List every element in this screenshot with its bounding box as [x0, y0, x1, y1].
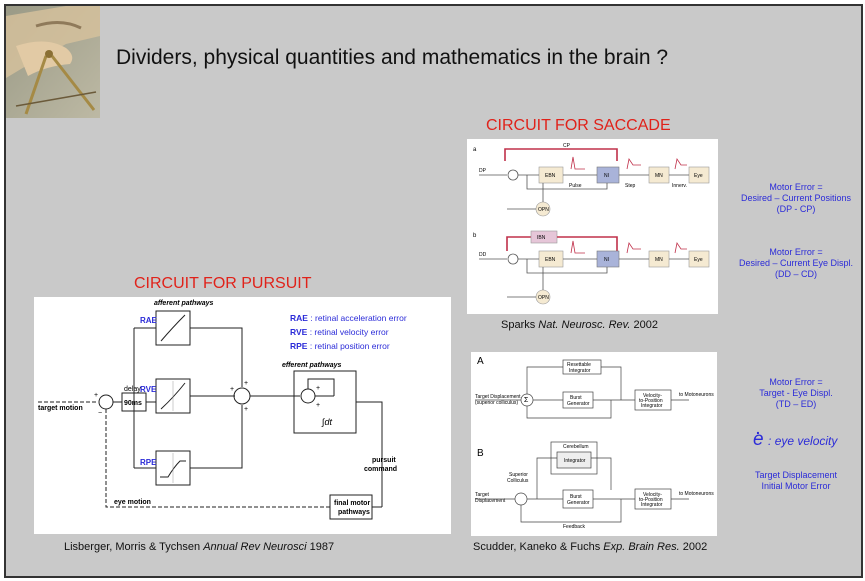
saccade-dp-label: DP: [479, 168, 487, 174]
legend-rpe: RPE : retinal position error: [290, 341, 390, 351]
scudder-label-a: A: [477, 356, 484, 367]
svg-text:EBN: EBN: [545, 173, 556, 179]
scudder-label-b: B: [477, 448, 484, 459]
legend-rae: RAE : retinal acceleration error: [290, 313, 407, 323]
saccade-diagram: a DP EBN NI MN Eye Pulse Step Innerv. CP: [467, 139, 718, 314]
saccade-heading: CIRCUIT FOR SACCADE: [486, 117, 671, 134]
svg-text:Eye: Eye: [694, 257, 703, 263]
saccade-caption: Sparks Nat. Neurosc. Rev. 2002: [501, 319, 658, 331]
svg-text:+: +: [244, 380, 248, 387]
dividers-photo: [6, 6, 100, 118]
svg-text:90ms: 90ms: [124, 400, 142, 407]
saccade-label-b: b: [473, 233, 477, 239]
rpe-label: RPE: [140, 458, 157, 467]
svg-text:+: +: [316, 402, 320, 409]
legend-rve: RVE : retinal velocity error: [290, 327, 389, 337]
afferent-summing-junction: [233, 387, 251, 405]
rve-label: RVE: [140, 385, 157, 394]
pursuit-diagram: RAE : retinal acceleration error RVE : r…: [34, 297, 451, 534]
svg-text:+: +: [94, 392, 98, 399]
svg-text:Feedback: Feedback: [563, 524, 585, 530]
svg-text:+: +: [244, 406, 248, 413]
rae-label: RAE: [140, 316, 158, 325]
pursuit-heading: CIRCUIT FOR PURSUIT: [134, 275, 312, 292]
svg-text:MN: MN: [655, 257, 663, 263]
svg-text:(superior colliculus): (superior colliculus): [475, 400, 518, 406]
eye-motion-label: eye motion: [114, 499, 151, 506]
afferent-label: afferent pathways: [154, 300, 213, 307]
integrator-label: ∫dt: [321, 417, 332, 427]
efferent-label: efferent pathways: [282, 362, 341, 369]
svg-text:to Motoneurons: to Motoneurons: [679, 392, 714, 398]
error-summing-junction: [98, 394, 114, 410]
svg-text:Innerv.: Innerv.: [672, 183, 687, 189]
cerebellum-integrator-box: [556, 451, 592, 469]
svg-text:OPN: OPN: [538, 295, 549, 301]
motor-error-note-3: Motor Error =Target - Eye Displ.(TD – ED…: [759, 377, 833, 409]
motor-error-note-1: Motor Error =Desired – Current Positions…: [740, 182, 852, 214]
svg-text:Eye: Eye: [694, 173, 703, 179]
scudder-sum-b: [514, 492, 528, 506]
svg-text:+: +: [316, 385, 320, 392]
edot-symbol: e: [753, 429, 764, 450]
svg-text:−: −: [98, 410, 102, 417]
svg-text:EBN: EBN: [545, 257, 556, 263]
svg-text:Pulse: Pulse: [569, 183, 582, 189]
svg-text:delay: delay: [124, 386, 141, 393]
eye-velocity-note: e : eye velocity: [753, 429, 838, 450]
svg-text:CP: CP: [563, 143, 571, 149]
edot-dot: .: [756, 421, 760, 437]
svg-text:NI: NI: [604, 257, 609, 263]
svg-text:DD: DD: [479, 252, 487, 258]
slide: Dividers, physical quantities and mathem…: [4, 4, 863, 578]
saccade-label-a: a: [473, 147, 477, 153]
svg-text:NI: NI: [604, 173, 609, 179]
svg-text:Integrator: Integrator: [564, 458, 586, 464]
scudder-caption: Scudder, Kaneko & Fuchs Exp. Brain Res. …: [473, 541, 708, 553]
efferent-summing-junction: [300, 388, 316, 404]
svg-text:IBN: IBN: [537, 235, 546, 241]
svg-text:OPN: OPN: [538, 207, 549, 213]
slide-title: Dividers, physical quantities and mathem…: [116, 46, 669, 69]
svg-text:Step: Step: [625, 183, 636, 189]
pursuit-caption: Lisberger, Morris & Tychsen Annual Rev N…: [64, 541, 335, 553]
motor-error-note-2: Motor Error =Desired – Current Eye Displ…: [738, 247, 854, 279]
svg-text:+: +: [230, 386, 234, 393]
svg-text:Σ: Σ: [524, 397, 529, 404]
target-motion-label: target motion: [38, 405, 83, 412]
target-displacement-label-a: Target Displacement: [475, 394, 521, 400]
svg-text:Cerebellum: Cerebellum: [563, 444, 589, 450]
svg-text:MN: MN: [655, 173, 663, 179]
svg-text:to Motoneurons: to Motoneurons: [679, 491, 714, 497]
